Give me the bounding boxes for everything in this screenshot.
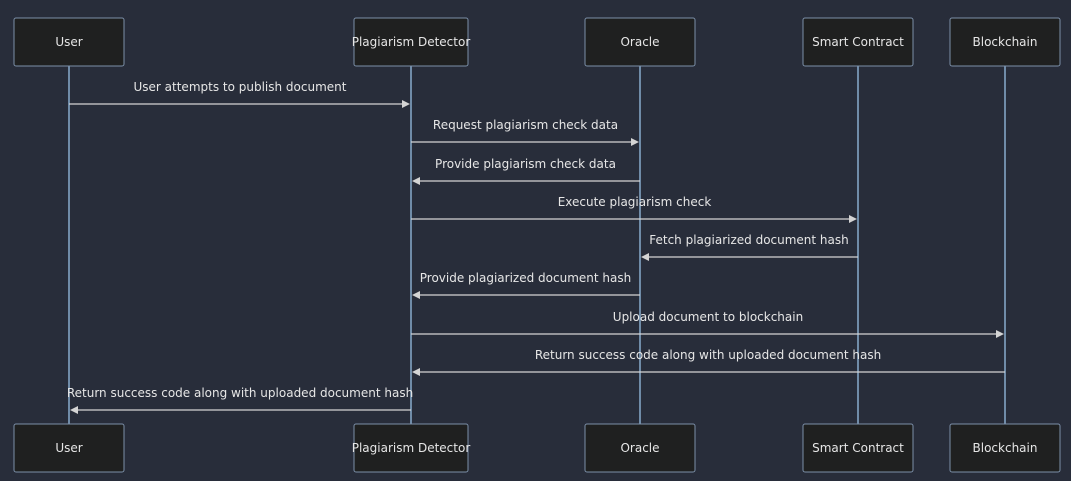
actor-box [802,17,914,67]
message-label: User attempts to publish document [134,80,347,94]
actor-box [13,17,125,67]
message-label: Fetch plagiarized document hash [649,233,849,247]
actor-oracle-top: Oracle [584,17,696,67]
message-label: Upload document to blockchain [613,310,803,324]
message-6: Provide plagiarized document hash [412,271,640,299]
actors-bottom: User Plagiarism Detector Oracle Smart Contr… [13,423,1061,473]
actor-box [584,17,696,67]
actor-label: Plagiarism Detector [352,35,471,49]
actor-user-bottom: User [13,423,125,473]
arrowhead-icon [70,406,78,414]
actor-chain-top: Blockchain [949,17,1061,67]
message-1: User attempts to publish document [69,80,410,108]
actor-user-top: User [13,17,125,67]
actors-top: User Plagiarism Detector Oracle Smart Contr… [13,17,1061,67]
actor-oracle-bottom: Oracle [584,423,696,473]
actor-label: Oracle [620,441,659,455]
actor-box [949,17,1061,67]
actor-detector-top: Plagiarism Detector [352,17,471,67]
message-label: Request plagiarism check data [433,118,618,132]
actor-label: Blockchain [973,441,1038,455]
message-2: Request plagiarism check data [411,118,639,146]
message-label: Execute plagiarism check [558,195,712,209]
actor-box [353,17,469,67]
actor-detector-bottom: Plagiarism Detector [352,423,471,473]
message-label: Provide plagiarized document hash [420,271,631,285]
actor-label: Plagiarism Detector [352,441,471,455]
actor-label: Oracle [620,35,659,49]
actor-label: Smart Contract [812,441,904,455]
arrowhead-icon [641,253,649,261]
message-label: Return success code along with uploaded … [67,386,413,400]
actor-box [584,423,696,473]
arrowhead-icon [412,368,420,376]
message-8: Return success code along with uploaded … [412,348,1005,376]
actor-label: Blockchain [973,35,1038,49]
message-5: Fetch plagiarized document hash [641,233,858,261]
arrowhead-icon [996,330,1004,338]
actor-box [802,423,914,473]
actor-contract-bottom: Smart Contract [802,423,914,473]
messages: User attempts to publish documentRequest… [67,80,1005,414]
arrowhead-icon [412,291,420,299]
message-4: Execute plagiarism check [411,195,857,223]
actor-label: User [55,35,82,49]
actor-contract-top: Smart Contract [802,17,914,67]
arrowhead-icon [402,100,410,108]
actor-box [13,423,125,473]
actor-box [353,423,469,473]
arrowhead-icon [849,215,857,223]
message-label: Return success code along with uploaded … [535,348,881,362]
arrowhead-icon [631,138,639,146]
message-7: Upload document to blockchain [411,310,1004,338]
actor-box [949,423,1061,473]
message-3: Provide plagiarism check data [412,157,640,185]
lifelines [68,66,1006,424]
message-9: Return success code along with uploaded … [67,386,413,414]
actor-chain-bottom: Blockchain [949,423,1061,473]
actor-label: User [55,441,82,455]
arrowhead-icon [412,177,420,185]
actor-label: Smart Contract [812,35,904,49]
message-label: Provide plagiarism check data [435,157,616,171]
